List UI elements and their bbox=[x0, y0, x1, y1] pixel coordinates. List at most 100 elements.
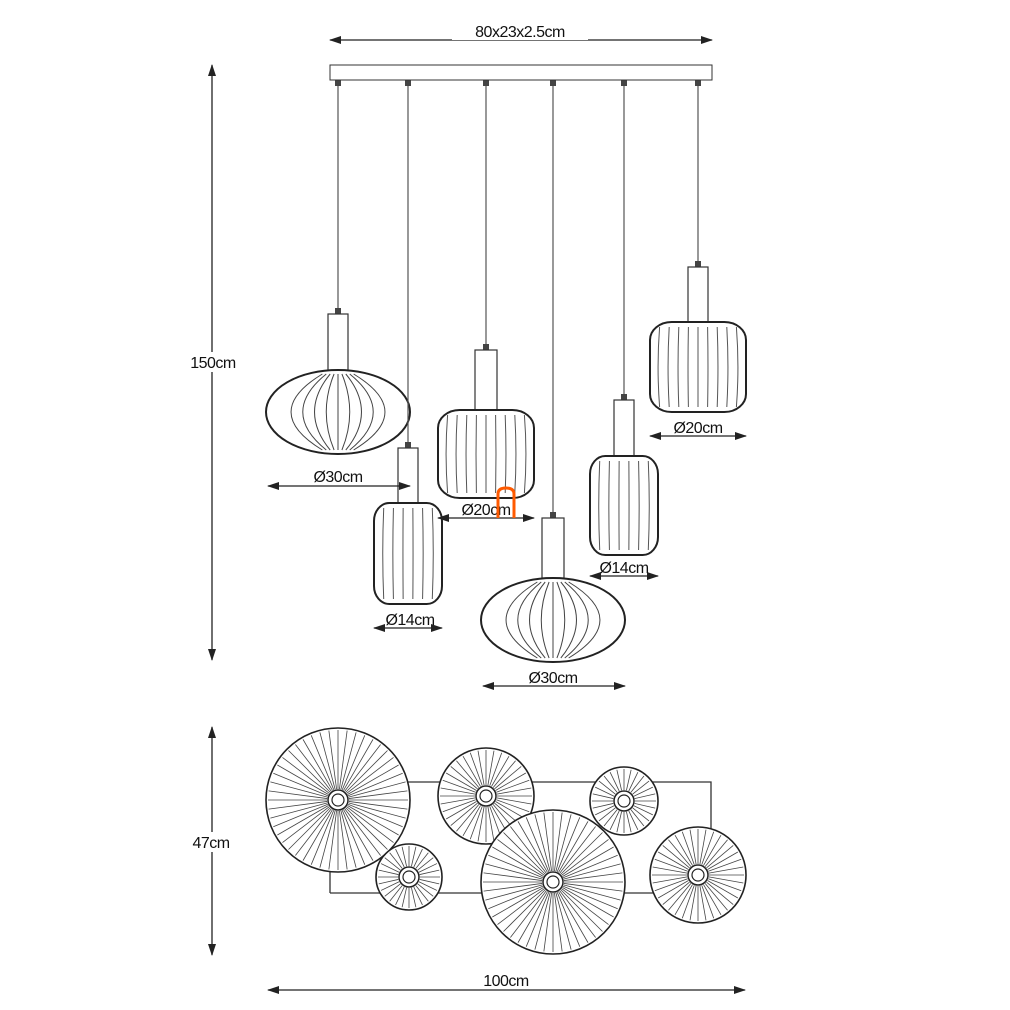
shade-rib bbox=[487, 750, 495, 786]
shade-rib bbox=[701, 831, 715, 865]
shade-rib bbox=[708, 858, 742, 872]
shade-rib bbox=[465, 414, 468, 494]
shade-rib bbox=[469, 752, 483, 786]
shade-rib bbox=[348, 790, 408, 799]
shade-rib bbox=[523, 414, 527, 494]
shade-rib bbox=[554, 812, 563, 872]
shade-rib bbox=[492, 887, 544, 918]
shade-rib bbox=[340, 732, 357, 790]
shade-rib bbox=[504, 414, 507, 494]
shade-rib bbox=[345, 750, 388, 793]
shade-rib bbox=[401, 887, 407, 908]
cord-grip bbox=[550, 512, 556, 518]
shade-rib bbox=[328, 730, 337, 790]
shade-rib bbox=[628, 771, 639, 792]
shade-rib bbox=[445, 772, 477, 791]
shade-rib bbox=[380, 881, 400, 891]
socket-top bbox=[402, 870, 416, 884]
shade-rib bbox=[339, 810, 348, 870]
shade-rib bbox=[270, 781, 328, 798]
shade-rib bbox=[496, 787, 532, 795]
shade-rib bbox=[568, 581, 601, 659]
shade-rib bbox=[348, 772, 403, 797]
cord-grip bbox=[483, 80, 489, 86]
socket-top bbox=[479, 789, 493, 803]
shade-rib bbox=[495, 772, 527, 791]
glass-shade bbox=[373, 502, 443, 605]
shade-rib bbox=[462, 755, 481, 787]
shade-rib bbox=[668, 839, 692, 867]
shade-rib bbox=[455, 414, 458, 494]
shade-rib bbox=[477, 806, 485, 842]
shade-top-view bbox=[265, 727, 411, 873]
shade-rib bbox=[442, 799, 476, 813]
cord-grip bbox=[621, 80, 627, 86]
shade-rib bbox=[415, 852, 429, 869]
shade-rib bbox=[469, 806, 483, 840]
shade-diameter-label: Ø20cm bbox=[461, 502, 510, 519]
shade-rib bbox=[561, 888, 609, 925]
shade-rib bbox=[419, 879, 440, 885]
lamp-socket bbox=[397, 447, 419, 506]
shade-rib bbox=[503, 889, 546, 932]
shade-rib bbox=[440, 787, 476, 795]
shade-rib bbox=[450, 802, 478, 826]
shade-rib bbox=[378, 879, 399, 885]
shade-rib bbox=[345, 373, 362, 451]
shade-rib bbox=[295, 744, 332, 792]
shade-rib bbox=[707, 880, 739, 899]
shade-rib bbox=[344, 744, 381, 792]
cord-grip bbox=[405, 80, 411, 86]
shade-rib bbox=[559, 890, 596, 938]
lamp-socket bbox=[541, 517, 565, 579]
shade-rib bbox=[290, 373, 323, 451]
shade-rib bbox=[559, 826, 596, 874]
shade-rib bbox=[556, 892, 581, 947]
shade-rib bbox=[497, 839, 545, 876]
height-label: 150cm bbox=[190, 355, 236, 372]
shade-rib bbox=[681, 885, 695, 919]
width-label: 100cm bbox=[483, 973, 529, 990]
shade-diameter-label: Ø30cm bbox=[313, 469, 362, 486]
shade-rib bbox=[556, 581, 566, 659]
shade-rib bbox=[564, 581, 589, 659]
shade-rib bbox=[395, 886, 405, 906]
shade-rib bbox=[514, 414, 517, 494]
shade-rib bbox=[488, 854, 543, 879]
shade-rib bbox=[389, 852, 403, 869]
shade-rib bbox=[630, 775, 645, 793]
shade-rib bbox=[282, 757, 330, 794]
shade-rib bbox=[495, 801, 527, 820]
cord-grip bbox=[405, 442, 411, 448]
cord-grip bbox=[335, 80, 341, 86]
shade-rib bbox=[492, 846, 544, 877]
shade-rib bbox=[634, 793, 656, 799]
shade-rib bbox=[667, 326, 670, 408]
shade-rib bbox=[341, 735, 366, 790]
cord-grip bbox=[483, 344, 489, 350]
shade-rib bbox=[445, 801, 477, 820]
cursor-highlight-marker bbox=[496, 486, 516, 518]
lamp-socket bbox=[687, 266, 709, 326]
shade-rib bbox=[616, 769, 622, 791]
shade-rib bbox=[517, 821, 548, 873]
shade-rib bbox=[674, 884, 693, 916]
lamp-socket bbox=[474, 349, 498, 411]
shade-rib bbox=[413, 886, 423, 906]
shade-rib bbox=[543, 892, 552, 952]
shade-rib bbox=[555, 892, 572, 950]
shade-rib bbox=[485, 863, 543, 880]
shade-rib bbox=[345, 807, 388, 850]
shade-rib bbox=[344, 808, 381, 856]
shade-rib bbox=[689, 829, 697, 865]
shade-rib bbox=[483, 883, 543, 892]
shade-rib bbox=[647, 460, 650, 551]
shade-rib bbox=[497, 888, 545, 925]
shade-rib bbox=[382, 507, 385, 600]
shade-rib bbox=[558, 821, 589, 873]
shade-rib bbox=[525, 817, 550, 872]
shade-rib bbox=[328, 810, 337, 870]
shade-rib bbox=[282, 806, 330, 843]
canopy bbox=[329, 64, 713, 81]
shade-rib bbox=[462, 805, 481, 837]
